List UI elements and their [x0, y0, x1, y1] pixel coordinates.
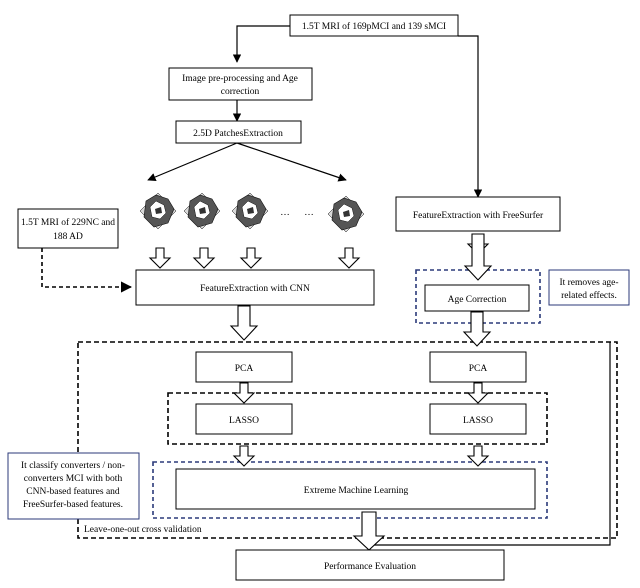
age-to-pca-arrow	[463, 311, 491, 347]
loocv-label: Leave-one-out cross validation	[84, 525, 202, 535]
freesurfer-hollow-arrow	[463, 233, 493, 281]
classify-note-line4: FreeSurfer-based features.	[23, 499, 123, 510]
pca-left-label: PCA	[235, 364, 254, 374]
classify-note-line1: It classify converters / non-	[21, 460, 125, 471]
arrow-input-to-preprocess	[232, 25, 290, 63]
preprocess-box	[168, 67, 313, 101]
lasso-container	[167, 392, 548, 445]
classify-note-box	[7, 452, 140, 520]
lasso-right-box	[429, 403, 527, 435]
age-note-line2: related effects.	[561, 290, 617, 301]
arrow-nc-ad-to-cnn	[41, 248, 133, 293]
loocv-container	[77, 341, 618, 539]
pca-right-box	[429, 351, 527, 383]
input-nc-ad-line1: 1.5T MRI of 229NC and	[21, 217, 115, 228]
preprocess-label-line1: Image pre-processing and Age	[182, 74, 298, 84]
patch-arrow-1	[149, 247, 171, 269]
elm-container	[152, 461, 548, 519]
elm-box	[175, 468, 536, 510]
pca-right-to-lasso-arrow	[467, 382, 489, 404]
age-note-line1: It removes age-	[559, 278, 618, 288]
cnn-feature-label: FeatureExtraction with CNN	[200, 284, 310, 294]
age-note-box	[548, 269, 630, 306]
arrow-patches-to-left	[147, 142, 238, 181]
lasso-left-box	[195, 403, 293, 435]
brain-patch-4	[327, 195, 365, 233]
freesurfer-label: FeatureExtraction with FreeSurfer	[413, 210, 544, 221]
age-correction-label: Age Correction	[448, 295, 507, 305]
lasso-left-to-elm-arrow	[233, 445, 255, 467]
input-nc-ad-line2: 188 AD	[53, 232, 83, 242]
pca-right-label: PCA	[469, 364, 488, 374]
pca-left-box	[195, 351, 293, 383]
cnn-to-pca-arrow	[230, 305, 258, 341]
preprocess-label-line2: correction	[221, 87, 260, 97]
arrow-input-to-freesurfer	[458, 35, 483, 198]
lasso-right-label: LASSO	[463, 416, 493, 426]
elm-to-performance-arrow	[352, 511, 386, 551]
lasso-left-label: LASSO	[229, 416, 259, 426]
arrow-patches-to-right	[236, 142, 347, 182]
performance-label: Performance Evaluation	[324, 561, 416, 572]
elm-label: Extreme Machine Learning	[304, 486, 409, 496]
pca-left-to-lasso-arrow	[233, 382, 255, 404]
ellipsis-2: …	[304, 208, 314, 218]
brain-patch-3	[231, 192, 269, 230]
classify-note-line2: converters MCI with both	[24, 474, 123, 484]
patch-arrow-4	[338, 247, 360, 269]
input-mci-label: 1.5T MRI of 169pMCI and 139 sMCI	[302, 21, 446, 32]
freesurfer-box	[395, 196, 561, 232]
input-mci-box	[289, 14, 459, 37]
patch-arrow-2	[193, 247, 215, 269]
age-correction-box	[424, 284, 530, 312]
patches-box	[175, 120, 302, 144]
performance-box	[235, 549, 505, 581]
patch-arrow-3	[240, 247, 262, 269]
cnn-feature-box	[135, 269, 375, 306]
input-nc-ad-box	[17, 208, 119, 249]
classify-note-line3: CNN-based features and	[26, 486, 120, 497]
patches-label: 2.5D PatchesExtraction	[193, 129, 283, 139]
ellipsis-1: …	[280, 208, 290, 218]
brain-patch-2	[183, 192, 221, 230]
lasso-right-to-elm-arrow	[467, 445, 489, 467]
brain-patch-1	[139, 192, 177, 230]
